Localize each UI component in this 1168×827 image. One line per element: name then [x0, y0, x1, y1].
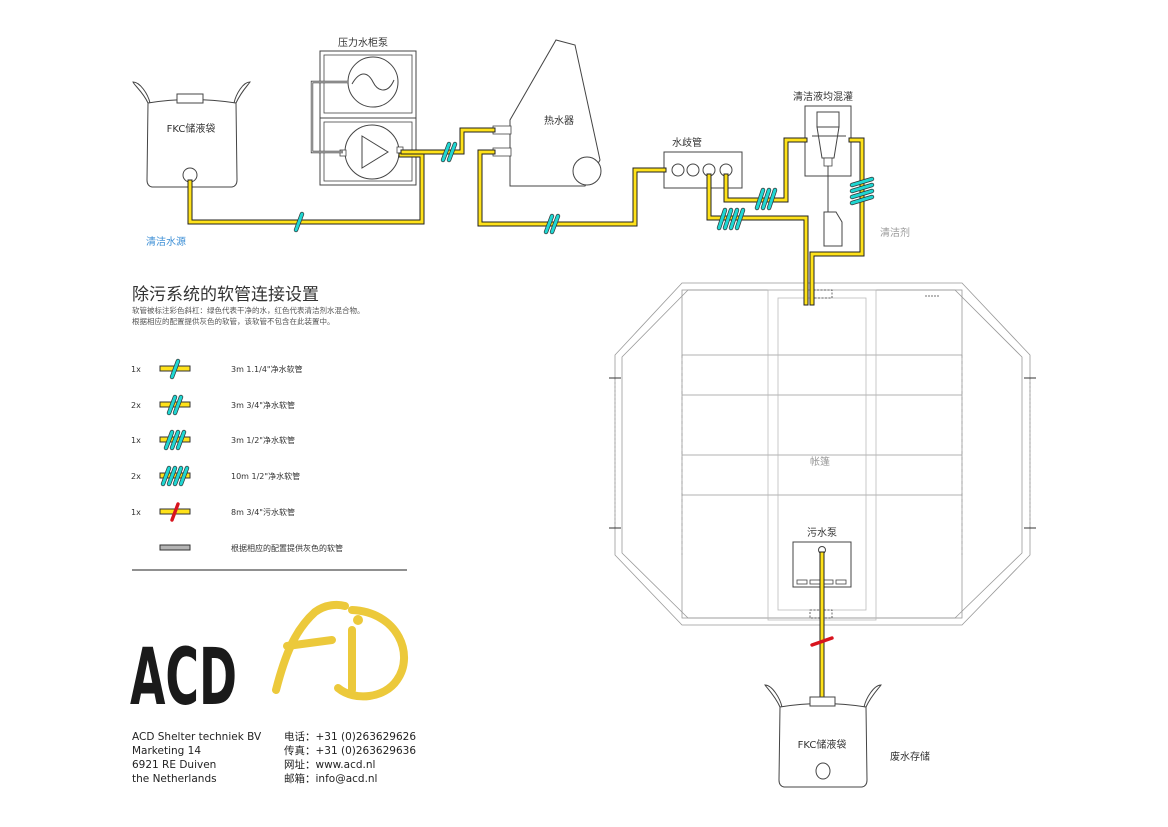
fkc-waste-label: FKC储液袋	[798, 738, 847, 751]
sewage-pump-label: 污水泵	[807, 527, 837, 539]
fkc-waste-bag	[764, 684, 882, 788]
legend-row-3: 1x 3m 1/2"净水软管	[131, 429, 295, 451]
mixing-tank-label: 清洁液均混灌	[793, 90, 853, 103]
legend-label: 10m 1/2"净水软管	[231, 471, 300, 481]
legend-label: 8m 3/4"污水软管	[231, 507, 295, 517]
pressure-pump	[310, 50, 417, 186]
contact-fax: 传真：+31 (0)263629636	[284, 744, 416, 757]
hose-pump-to-heater	[400, 127, 496, 155]
water-heater	[492, 39, 602, 187]
legend-qty: 2x	[131, 472, 141, 481]
water-heater-label: 热水器	[544, 114, 574, 127]
legend-desc-line2: 根据相应的配置提供灰色的软管，该软管不包含在此装置中。	[132, 316, 335, 326]
acd-logo: ACD	[130, 633, 237, 723]
legend-row-6: 根据相应的配置提供灰色的软管	[159, 543, 343, 553]
tent-label: 帐篷	[810, 455, 830, 468]
company-address: ACD Shelter techniek BV Marketing 14 692…	[132, 731, 262, 785]
hose-manifold-to-mixer	[723, 137, 808, 203]
fkc-source-bag	[132, 81, 251, 188]
legend-title: 除污系统的软管连接设置	[132, 285, 319, 305]
address-line: ACD Shelter techniek BV	[132, 731, 262, 743]
legend-row-1: 1x 3m 1.1/4"净水软管	[131, 358, 303, 380]
legend-qty: 1x	[131, 365, 141, 374]
legend-row-4: 2x 10m 1/2"净水软管	[131, 465, 300, 487]
legend-label: 3m 1/2"净水软管	[231, 435, 295, 445]
hose-mixer-to-tent	[809, 137, 865, 306]
manifold	[663, 151, 743, 189]
legend-qty: 2x	[131, 401, 141, 410]
hose-heater-to-manifold	[477, 149, 667, 227]
company-contact: 电话：+31 (0)263629626 传真：+31 (0)263629636 …	[284, 730, 416, 785]
waste-storage-label: 废水存储	[890, 750, 930, 763]
legend-label: 3m 1.1/4"净水软管	[231, 364, 303, 374]
address-line: the Netherlands	[132, 773, 217, 785]
mixing-tank	[804, 105, 852, 247]
legend-row-2: 2x 3m 3/4"净水软管	[131, 394, 295, 416]
detergent-label: 清洁剂	[880, 226, 910, 239]
legend-qty: 1x	[131, 436, 141, 445]
contact-phone: 电话：+31 (0)263629626	[284, 730, 416, 743]
address-line: Marketing 14	[132, 745, 201, 757]
contact-email: 邮箱：info@acd.nl	[284, 772, 377, 785]
legend-label: 3m 3/4"净水软管	[231, 400, 295, 410]
legend-desc-line1: 软管被标注彩色斜杠：绿色代表干净的水，红色代表清洁剂水混合物。	[132, 305, 365, 315]
manifold-label: 水歧管	[672, 136, 702, 149]
hose-source-to-pump	[187, 152, 425, 225]
contact-website: 网址：www.acd.nl	[284, 758, 375, 771]
hose-markers	[293, 141, 875, 647]
fkc-source-label: FKC储液袋	[167, 122, 216, 135]
legend-qty: 1x	[131, 508, 141, 517]
fi-logo	[272, 600, 409, 701]
legend-label: 根据相应的配置提供灰色的软管	[231, 543, 343, 553]
clean-water-source-label: 清洁水源	[146, 235, 186, 248]
pressure-pump-label: 压力水柜泵	[338, 36, 388, 49]
address-line: 6921 RE Duiven	[132, 759, 216, 771]
legend-row-5: 1x 8m 3/4"污水软管	[131, 502, 295, 522]
hose-manifold-to-tent	[706, 173, 809, 306]
